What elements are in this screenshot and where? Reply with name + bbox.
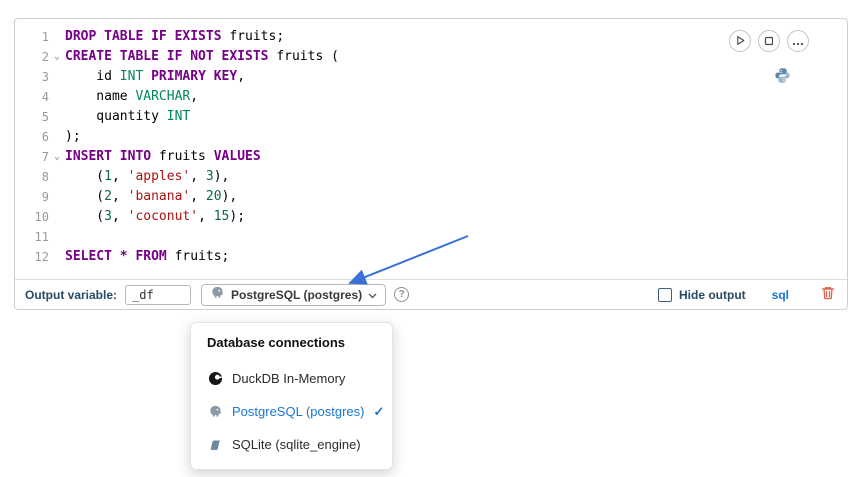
output-variable-input[interactable] bbox=[125, 284, 192, 305]
code-text: INSERT INTO fruits VALUES bbox=[65, 149, 261, 164]
fold-spacer bbox=[49, 27, 65, 47]
line-number: 10 bbox=[34, 210, 49, 224]
code-text: ); bbox=[65, 129, 81, 144]
line-number: 9 bbox=[41, 190, 49, 204]
fold-spacer bbox=[49, 127, 65, 147]
line-number: 4 bbox=[41, 90, 49, 104]
code-text: name VARCHAR, bbox=[65, 89, 199, 104]
duckdb-icon bbox=[207, 371, 223, 387]
run-icon bbox=[735, 34, 746, 49]
fold-spacer bbox=[49, 67, 65, 87]
code-line: 4 name VARCHAR, bbox=[15, 87, 847, 107]
line-number: 1 bbox=[41, 30, 49, 44]
connection-option-label: SQLite (sqlite_engine) bbox=[232, 437, 361, 452]
fold-spacer bbox=[49, 227, 65, 247]
interrupt-icon bbox=[764, 34, 774, 49]
fold-caret-icon[interactable]: ⌄ bbox=[53, 151, 61, 162]
connection-selector-label: PostgreSQL (postgres) bbox=[231, 287, 363, 302]
code-text: (1, 'apples', 3), bbox=[65, 169, 230, 184]
fold-spacer bbox=[49, 167, 65, 187]
connection-option[interactable]: SQLite (sqlite_engine) bbox=[191, 428, 392, 461]
code-text: quantity INT bbox=[65, 109, 191, 124]
code-text: (3, 'coconut', 15); bbox=[65, 209, 246, 224]
code-text: CREATE TABLE IF NOT EXISTS fruits ( bbox=[65, 49, 339, 64]
connection-option[interactable]: PostgreSQL (postgres) ✓ bbox=[191, 395, 392, 428]
code-text: id INT PRIMARY KEY, bbox=[65, 69, 246, 84]
code-line: 10 (3, 'coconut', 15); bbox=[15, 207, 847, 227]
postgresql-icon bbox=[210, 285, 225, 305]
code-line: 5 quantity INT bbox=[15, 107, 847, 127]
code-line: 6); bbox=[15, 127, 847, 147]
connection-option-label: PostgreSQL (postgres) bbox=[232, 404, 365, 419]
connection-option-label: DuckDB In-Memory bbox=[232, 371, 346, 386]
code-line: 9 (2, 'banana', 20), bbox=[15, 187, 847, 207]
connection-option[interactable]: DuckDB In-Memory bbox=[191, 362, 392, 395]
fold-spacer bbox=[49, 187, 65, 207]
sqlite-icon bbox=[207, 437, 223, 453]
code-line: 3 id INT PRIMARY KEY, bbox=[15, 67, 847, 87]
sql-cell: 1 DROP TABLE IF EXISTS fruits; 2 ⌄ CREATE TA… bbox=[14, 18, 848, 310]
fold-spacer bbox=[49, 87, 65, 107]
line-number: 7 bbox=[41, 150, 49, 164]
line-number: 11 bbox=[34, 230, 49, 244]
chevron-down-icon bbox=[368, 286, 377, 304]
more-actions-icon bbox=[792, 34, 804, 49]
code-text bbox=[65, 227, 73, 247]
more-actions-button[interactable] bbox=[787, 30, 809, 52]
fold-caret-icon[interactable]: ⌄ bbox=[53, 51, 61, 62]
line-number: 3 bbox=[41, 70, 49, 84]
output-variable-label: Output variable: bbox=[25, 287, 118, 302]
connection-selector[interactable]: PostgreSQL (postgres) bbox=[201, 283, 387, 306]
python-icon bbox=[774, 67, 791, 84]
code-line: 8 (1, 'apples', 3), bbox=[15, 167, 847, 187]
hide-output-label: Hide output bbox=[679, 287, 746, 302]
code-text: SELECT * FROM fruits; bbox=[65, 249, 230, 264]
code-lines: 1 DROP TABLE IF EXISTS fruits; 2 ⌄ CREATE TA… bbox=[15, 27, 847, 267]
code-line: 11 bbox=[15, 227, 847, 247]
code-text: (2, 'banana', 20), bbox=[65, 189, 238, 204]
fold-spacer bbox=[49, 247, 65, 267]
line-number: 6 bbox=[41, 130, 49, 144]
code-text: DROP TABLE IF EXISTS fruits; bbox=[65, 29, 285, 44]
code-line: 7 ⌄ INSERT INTO fruits VALUES bbox=[15, 147, 847, 167]
line-number: 2 bbox=[41, 50, 49, 64]
code-line: 1 DROP TABLE IF EXISTS fruits; bbox=[15, 27, 847, 47]
interrupt-button[interactable] bbox=[758, 30, 780, 52]
line-number: 8 bbox=[41, 170, 49, 184]
cell-footer: Output variable: PostgreSQL (postgres) ?… bbox=[15, 279, 847, 309]
sql-code-editor[interactable]: 1 DROP TABLE IF EXISTS fruits; 2 ⌄ CREATE TA… bbox=[15, 19, 847, 279]
menu-title: Database connections bbox=[207, 335, 345, 350]
check-icon: ✓ bbox=[373, 403, 385, 419]
help-icon[interactable]: ? bbox=[394, 287, 410, 302]
cell-actions-toolbar bbox=[729, 30, 809, 52]
delete-cell-button[interactable] bbox=[819, 286, 837, 304]
code-line: 12 SELECT * FROM fruits; bbox=[15, 247, 847, 267]
line-number: 12 bbox=[34, 250, 49, 264]
fold-spacer bbox=[49, 207, 65, 227]
fold-spacer bbox=[49, 107, 65, 127]
cell-language-badge: sql bbox=[771, 287, 789, 302]
hide-output-checkbox[interactable] bbox=[658, 287, 672, 302]
line-number: 5 bbox=[41, 110, 49, 124]
run-button[interactable] bbox=[729, 30, 751, 52]
trash-icon bbox=[820, 285, 836, 304]
postgresql-icon bbox=[207, 404, 223, 420]
code-line: 2 ⌄ CREATE TABLE IF NOT EXISTS fruits ( bbox=[15, 47, 847, 67]
